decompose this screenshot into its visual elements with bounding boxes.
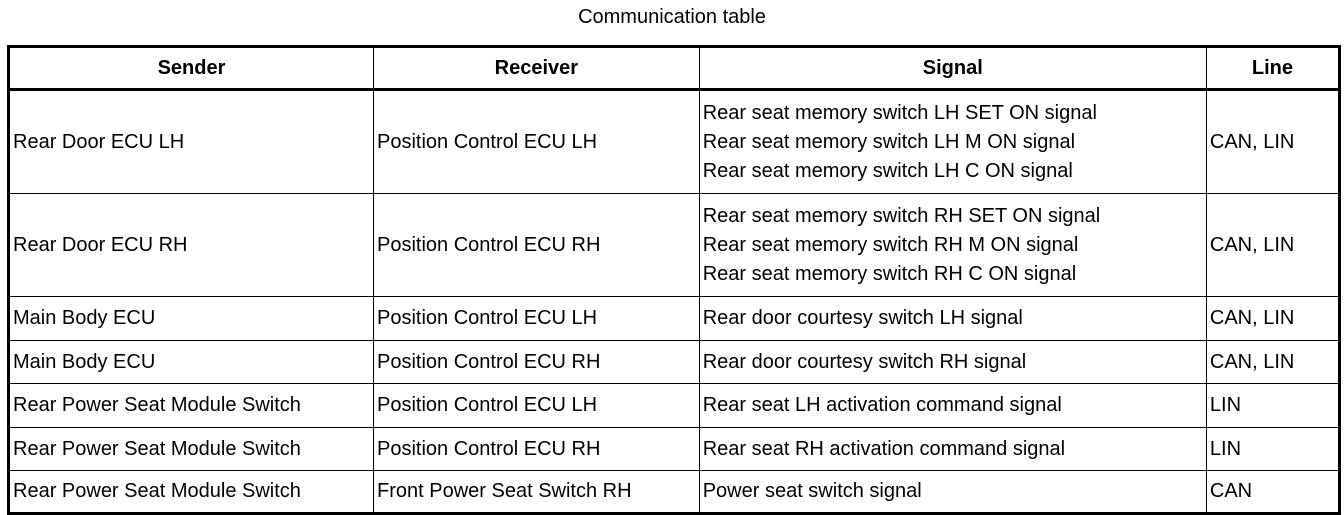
- sender-cell: Main Body ECU: [7, 340, 375, 384]
- signal-cell: Rear door courtesy switch LH signal: [698, 296, 1207, 341]
- signal-line: Rear seat memory switch LH SET ON signal: [702, 101, 1097, 124]
- receiver-cell: Position Control ECU RH: [373, 193, 700, 297]
- table-row: Rear Power Seat Module Switch Front Powe…: [7, 470, 1341, 514]
- signal-cell: Rear seat memory switch LH SET ON signal…: [698, 89, 1207, 194]
- table-row: Rear Power Seat Module Switch Position C…: [7, 427, 1341, 471]
- header-sender: Sender: [7, 46, 375, 91]
- header-signal: Signal: [698, 46, 1207, 91]
- receiver-cell: Position Control ECU LH: [373, 383, 700, 428]
- communication-table: Sender Receiver Signal Line Rear Door EC…: [7, 45, 1341, 515]
- receiver-cell: Front Power Seat Switch RH: [373, 470, 700, 514]
- signal-cell: Rear seat RH activation command signal: [698, 427, 1207, 471]
- table-row: Main Body ECU Position Control ECU RH Re…: [7, 340, 1341, 384]
- signal-line: Rear seat memory switch RH SET ON signal: [702, 204, 1101, 227]
- sender-cell: Rear Power Seat Module Switch: [7, 427, 375, 471]
- sender-cell: Main Body ECU: [7, 296, 375, 341]
- signal-cell: Rear seat memory switch RH SET ON signal…: [698, 193, 1207, 297]
- table-row: Rear Door ECU RH Position Control ECU RH…: [7, 193, 1341, 297]
- line-cell: LIN: [1205, 427, 1341, 471]
- line-cell: LIN: [1205, 383, 1341, 428]
- table-header-row: Sender Receiver Signal Line: [7, 46, 1341, 91]
- table-row: Rear Door ECU LH Position Control ECU LH…: [7, 89, 1341, 194]
- line-cell: CAN, LIN: [1205, 193, 1341, 297]
- signal-line: Rear seat memory switch LH M ON signal: [702, 130, 1076, 153]
- sender-cell: Rear Power Seat Module Switch: [7, 470, 375, 514]
- receiver-cell: Position Control ECU LH: [373, 89, 700, 194]
- sender-cell: Rear Door ECU LH: [7, 89, 375, 194]
- signal-line: Rear seat memory switch RH C ON signal: [702, 262, 1077, 285]
- signal-line: Rear seat memory switch RH M ON signal: [702, 233, 1079, 256]
- receiver-cell: Position Control ECU RH: [373, 427, 700, 471]
- table-caption: Communication table: [578, 6, 766, 28]
- signal-line: Rear seat memory switch LH C ON signal: [702, 159, 1073, 182]
- sender-cell: Rear Power Seat Module Switch: [7, 383, 375, 428]
- table-row: Main Body ECU Position Control ECU LH Re…: [7, 296, 1341, 341]
- line-cell: CAN, LIN: [1205, 296, 1341, 341]
- receiver-cell: Position Control ECU RH: [373, 340, 700, 384]
- sender-cell: Rear Door ECU RH: [7, 193, 375, 297]
- table-row: Rear Power Seat Module Switch Position C…: [7, 383, 1341, 428]
- signal-cell: Power seat switch signal: [698, 470, 1207, 514]
- header-line: Line: [1205, 46, 1341, 91]
- receiver-cell: Position Control ECU LH: [373, 296, 700, 341]
- signal-cell: Rear door courtesy switch RH signal: [698, 340, 1207, 384]
- signal-cell: Rear seat LH activation command signal: [698, 383, 1207, 428]
- header-receiver: Receiver: [373, 46, 700, 91]
- line-cell: CAN, LIN: [1205, 340, 1341, 384]
- line-cell: CAN: [1205, 470, 1341, 514]
- line-cell: CAN, LIN: [1205, 89, 1341, 194]
